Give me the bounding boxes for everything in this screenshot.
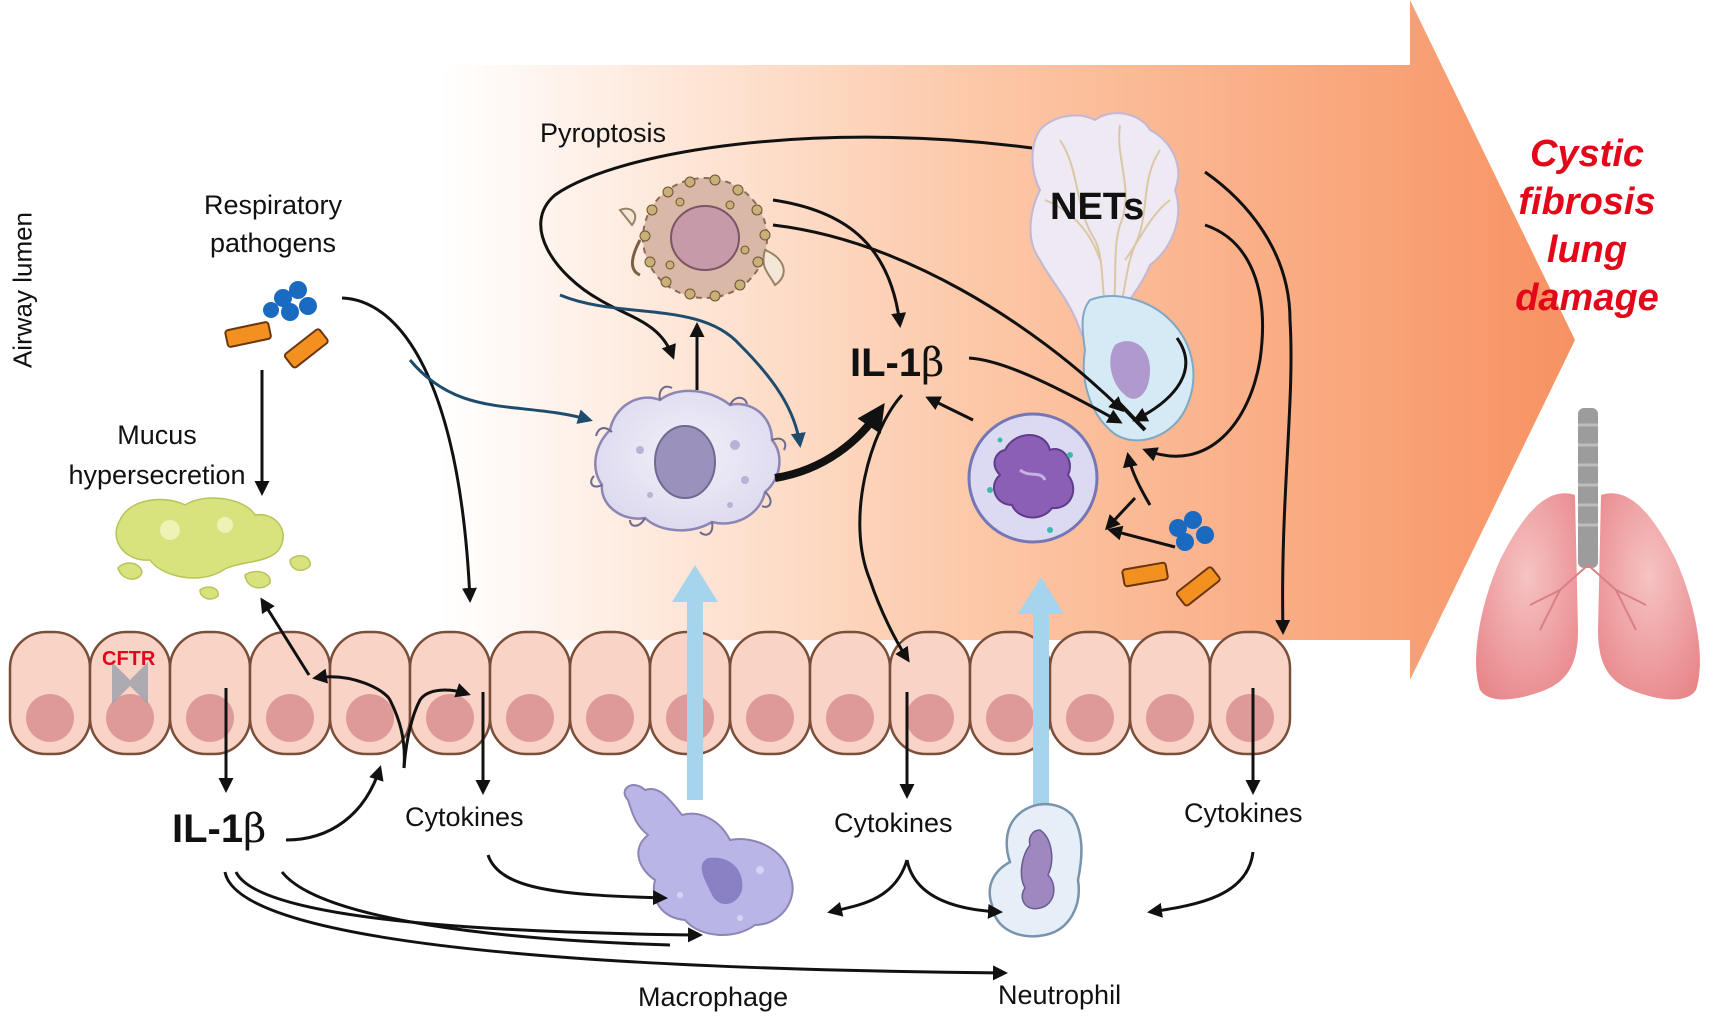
epithelial-nucleus [266,694,314,742]
macrophage-in-lumen-icon [590,385,787,536]
progression-arrow [0,0,1575,680]
lungs-icon [1476,408,1700,700]
il1b-label-tissue: IL-1β [172,806,266,852]
epithelial-nucleus [826,694,874,742]
epithelial-nucleus [586,694,634,742]
il1b-prefix: IL-1 [172,807,244,851]
pyroptotic-cell-icon [618,174,785,302]
cytokines-label-2: Cytokines [834,808,953,838]
epithelial-nucleus [906,694,954,742]
il1b-greek: β [243,806,267,852]
cytokines-label-1: Cytokines [405,802,524,832]
epithelial-nucleus [986,694,1034,742]
neutrophil-icon [988,802,1083,938]
macrophage-label: Macrophage [638,982,789,1012]
macrophage-icon [623,784,794,936]
pathogens-near-neutrophil-icon [1121,511,1221,607]
cftr-label: CFTR [102,648,156,670]
thick-arrow-macrophage-to-il1b [774,403,885,482]
neutrophil-in-lumen-icon [967,412,1099,544]
epithelial-nucleus [26,694,74,742]
epithelial-nucleus [1226,694,1274,742]
epithelial-nucleus [426,694,474,742]
outcome-line3: lung [1546,229,1628,271]
migration-arrows [672,565,1064,807]
neutrophil-label: Neutrophil [998,980,1122,1010]
epithelial-nucleus [1066,694,1114,742]
mucus-line2: hypersecretion [68,460,246,490]
epithelial-nucleus [346,694,394,742]
respiratory-pathogens-icon [224,281,329,369]
pathway-arrows [218,135,1293,973]
mucus-line1: Mucus [117,420,197,450]
il1b-prefix: IL-1 [850,341,922,385]
airway-lumen-label: Airway lumen [7,211,38,369]
mucus-icon [115,497,311,600]
outcome-label: Cystic fibrosis lung damage [1462,130,1712,322]
epithelial-nucleus [746,694,794,742]
pathogen-to-cell-arrows [408,293,806,448]
pyroptosis-label: Pyroptosis [540,118,667,148]
outcome-line2: fibrosis [1518,181,1656,223]
mucus-hypersecretion-label: Mucus hypersecretion [62,415,252,495]
respiratory-pathogens-label: Respiratory pathogens [178,186,368,262]
epithelial-nucleus [186,694,234,742]
outcome-line1: Cystic [1529,133,1645,175]
epithelial-nucleus [506,694,554,742]
cftr-defect-icon [112,662,148,704]
cytokines-label-3: Cytokines [1184,798,1303,828]
epithelial-nucleus [1146,694,1194,742]
airway-epithelium [8,630,1292,756]
epithelial-nucleus [106,694,154,742]
outcome-line4: damage [1515,277,1659,319]
respiratory-pathogens-line1: Respiratory [203,190,343,220]
respiratory-pathogens-line2: pathogens [209,228,337,258]
il1b-greek: β [921,340,945,386]
nets-label: NETs [1050,186,1145,228]
il1b-label-lumen: IL-1β [850,340,944,386]
